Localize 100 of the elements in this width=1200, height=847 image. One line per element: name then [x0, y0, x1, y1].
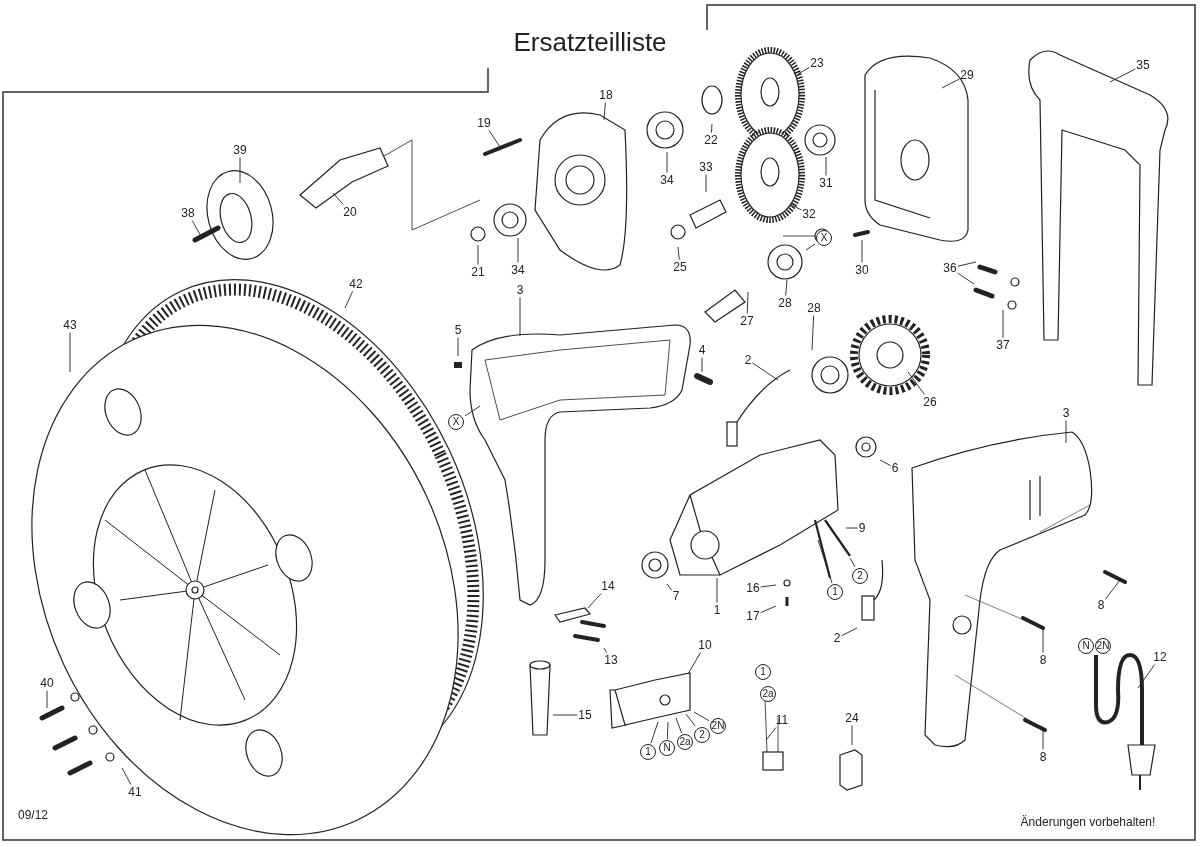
callout-number: 27 [740, 314, 754, 328]
leader-line [760, 605, 777, 614]
callout-number: 23 [810, 56, 824, 70]
leader-line [677, 246, 680, 260]
callout-number: 3 [1062, 406, 1070, 420]
callout-number: 6 [891, 461, 899, 475]
callout-number: 43 [63, 318, 77, 332]
leader-line [760, 584, 777, 588]
wire-marker: 2 [694, 727, 710, 743]
leader-line [239, 157, 241, 184]
leader-line [711, 123, 713, 133]
callout-number: 32 [802, 207, 816, 221]
leader-line [751, 362, 779, 381]
leader-line [789, 203, 802, 211]
leader-line [693, 711, 710, 722]
leader-line [650, 721, 659, 744]
callout-number: 28 [807, 301, 821, 315]
leader-line [552, 714, 578, 716]
callout-number: 39 [233, 143, 247, 157]
leader-line [765, 727, 777, 741]
callout-number: 40 [40, 676, 54, 690]
callout-number: 35 [1136, 58, 1150, 72]
callout-number: 42 [349, 277, 363, 291]
callout-number: 29 [960, 68, 974, 82]
leader-line [957, 272, 975, 285]
leader-line [666, 721, 669, 740]
callout-number: 3 [516, 283, 524, 297]
callout-number: 1 [713, 603, 721, 617]
leader-line [1065, 420, 1067, 444]
leader-line [879, 459, 892, 467]
callout-number: 18 [599, 88, 613, 102]
leader-line [805, 243, 816, 251]
callout-number: 8 [1097, 598, 1105, 612]
leader-line [457, 337, 459, 357]
leader-line [332, 192, 344, 205]
leader-line [811, 315, 815, 351]
callout-number: 34 [660, 173, 674, 187]
leader-line [701, 357, 703, 373]
leader-line [849, 557, 856, 568]
wire-marker: X [816, 230, 832, 246]
leader-line [1109, 68, 1136, 83]
leader-line [851, 725, 853, 746]
callout-number: 4 [698, 343, 706, 357]
leader-line [746, 291, 749, 314]
leader-line [705, 174, 707, 193]
wire-marker: 2N [1095, 638, 1111, 654]
leader-line [519, 297, 521, 337]
leader-line [1137, 664, 1156, 689]
leader-line [46, 690, 48, 709]
callout-number: 33 [699, 160, 713, 174]
leader-line [797, 67, 810, 75]
leader-line [69, 332, 71, 373]
leader-line [1002, 309, 1004, 338]
wire-marker: X [448, 414, 464, 430]
callout-number: 21 [471, 265, 485, 279]
callout-number: 38 [181, 206, 195, 220]
leader-line [845, 527, 859, 529]
callout-number: 25 [673, 260, 687, 274]
leader-line [785, 279, 788, 296]
callout-number: 11 [775, 713, 789, 727]
callout-number: 16 [746, 581, 760, 595]
leader-line [666, 583, 673, 591]
leader-line [941, 78, 960, 89]
leader-line [1042, 727, 1044, 750]
callout-number: 20 [343, 205, 357, 219]
callout-number: 34 [511, 263, 525, 277]
callout-number: 15 [578, 708, 592, 722]
wire-marker: 1 [755, 664, 771, 680]
leader-line [957, 261, 977, 267]
wire-marker: 2N [710, 718, 726, 734]
leader-line [1042, 629, 1044, 653]
leader-line [488, 130, 501, 148]
leader-line [817, 539, 833, 584]
wire-marker: 1 [640, 744, 656, 760]
wire-marker: N [1078, 638, 1094, 654]
leader-line [517, 237, 519, 263]
callout-number: 10 [698, 638, 712, 652]
leader-line [344, 291, 353, 309]
date-code: 09/12 [18, 808, 48, 822]
callout-number: 24 [845, 711, 859, 725]
callout-number: 37 [996, 338, 1010, 352]
leader-line [861, 239, 863, 263]
leader-line [603, 102, 606, 121]
callout-number: 17 [746, 609, 760, 623]
callout-number: 8 [1039, 750, 1047, 764]
leader-line [464, 405, 481, 417]
leader-line [685, 713, 696, 727]
callout-number: 26 [923, 395, 937, 409]
callout-number: 8 [1039, 653, 1047, 667]
leader-line [477, 244, 479, 265]
leader-line [675, 717, 683, 734]
callout-number: 2 [744, 353, 752, 367]
callout-number: 28 [778, 296, 792, 310]
leader-line [121, 767, 132, 785]
leader-line [825, 156, 827, 176]
leader-line [1104, 579, 1121, 600]
callout-number: 36 [943, 261, 957, 275]
callout-number: 7 [672, 589, 680, 603]
callout-number: 22 [704, 133, 718, 147]
leader-line [840, 627, 858, 637]
